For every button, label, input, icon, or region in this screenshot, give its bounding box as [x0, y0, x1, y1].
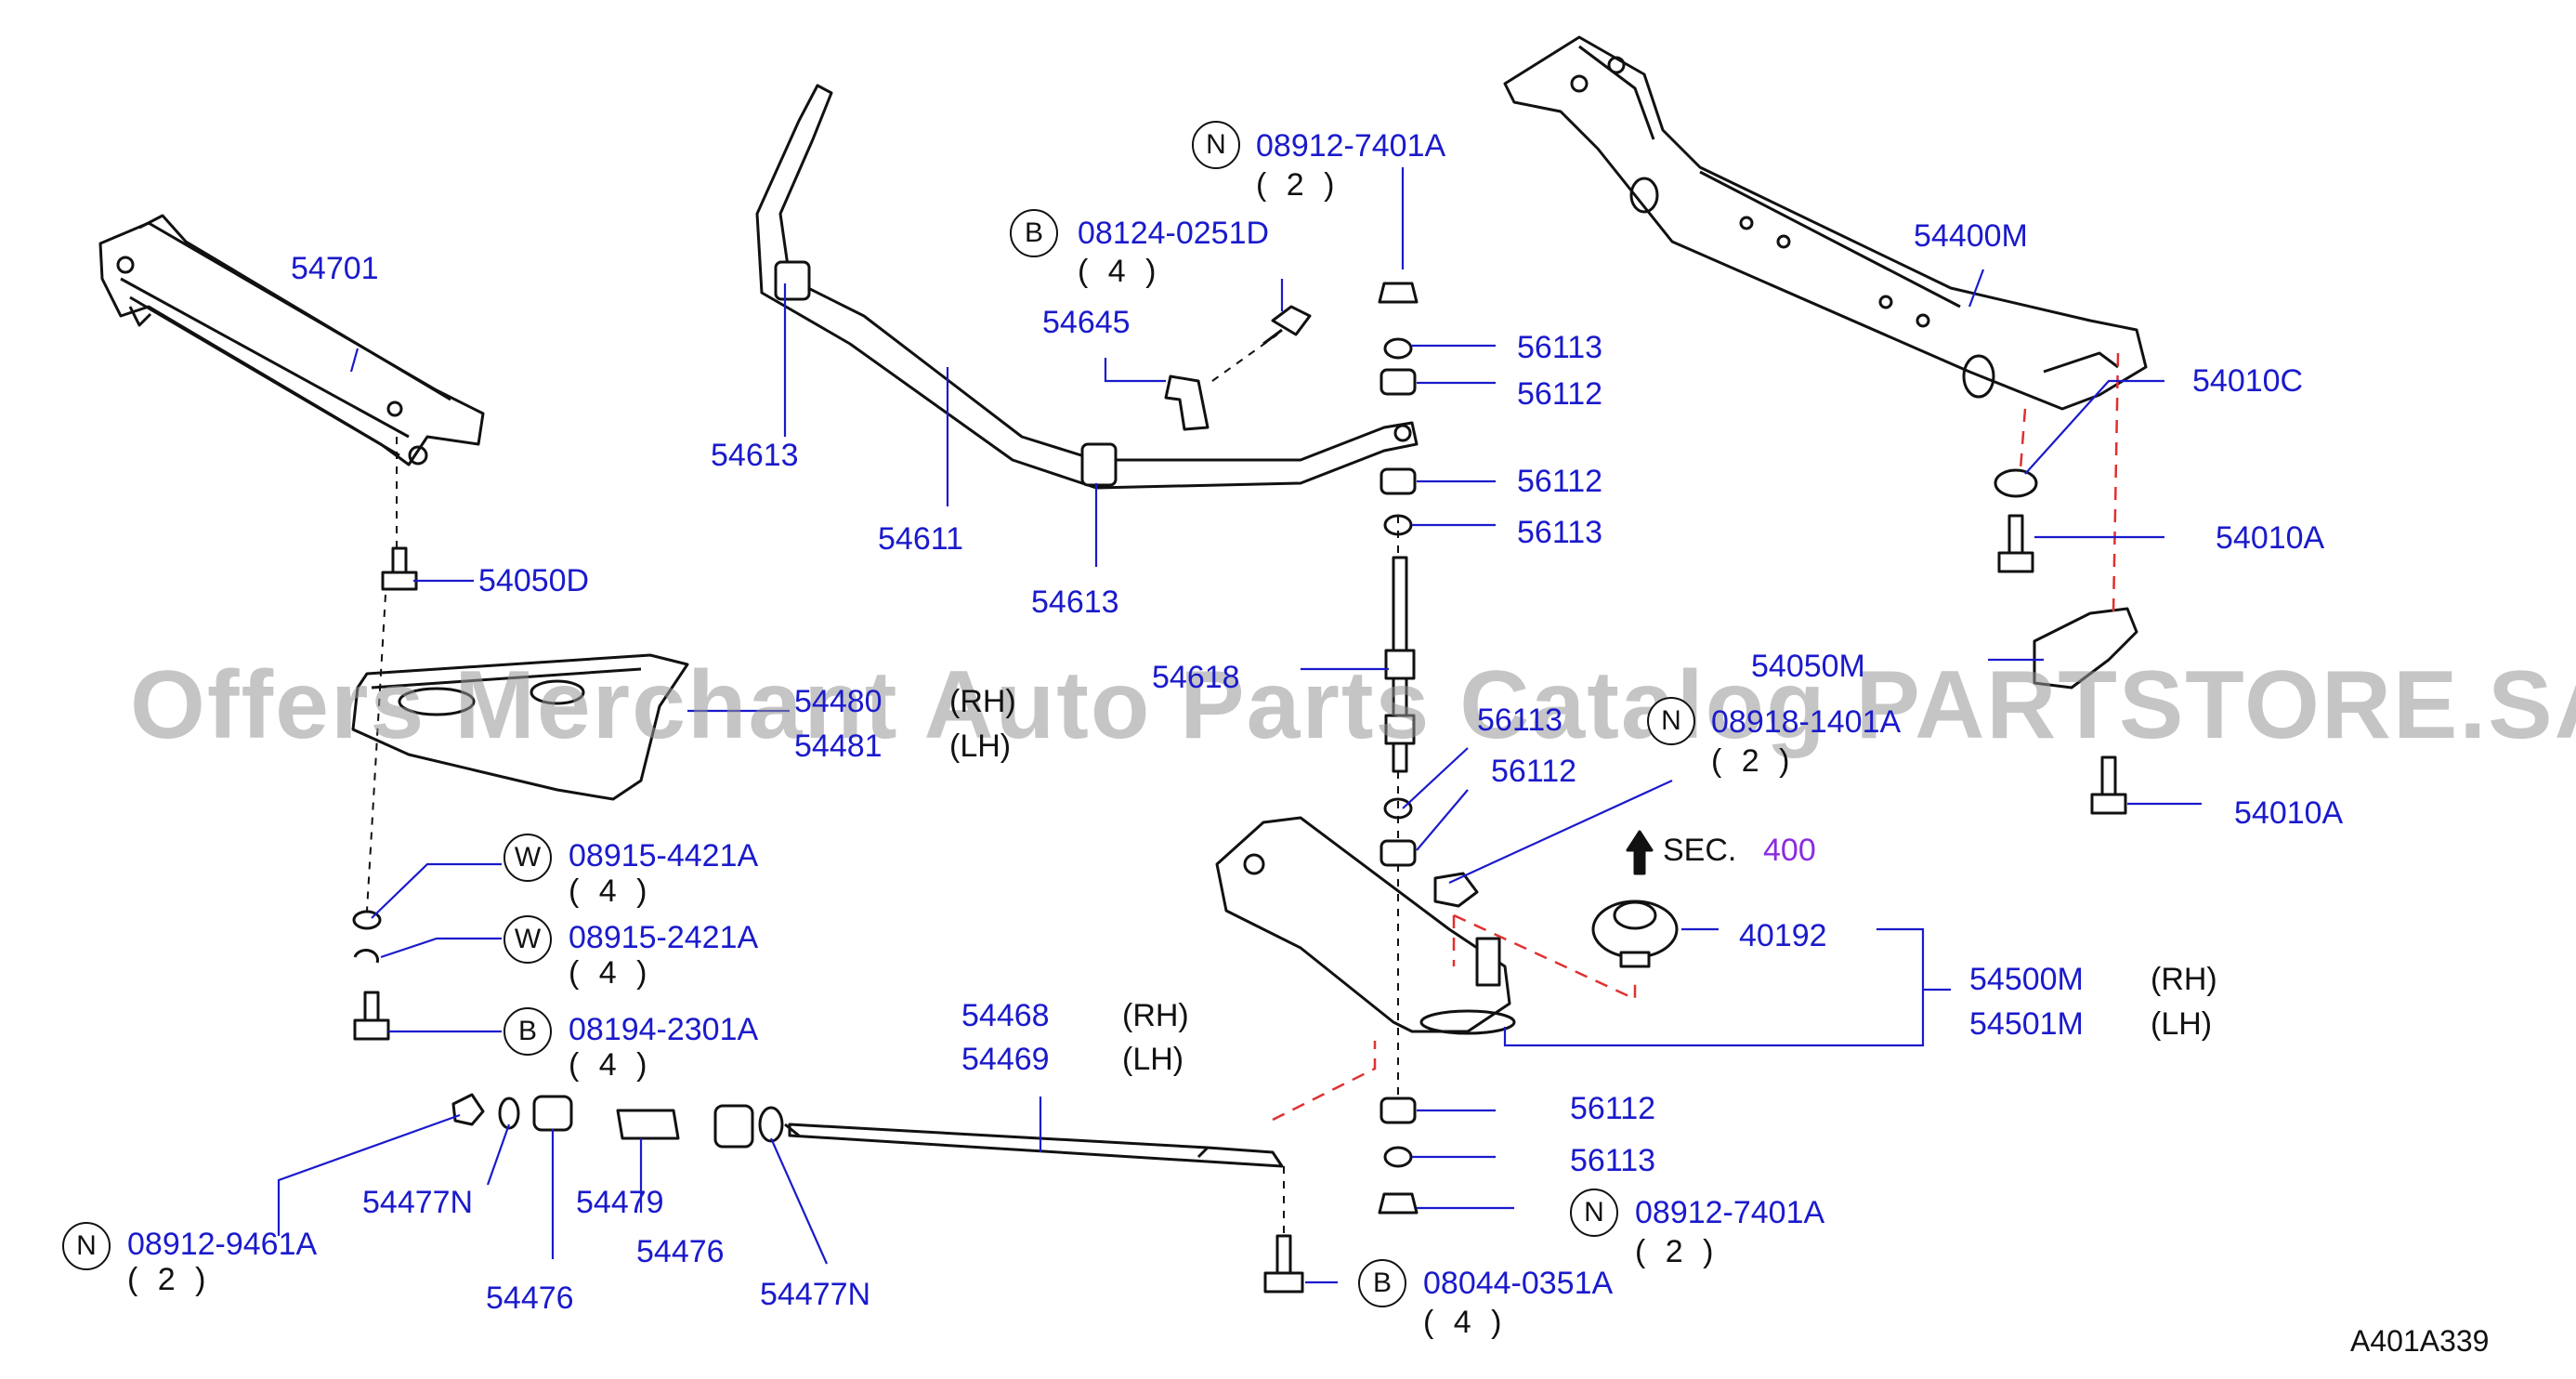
label-08912-9461A: 08912-9461A: [127, 1227, 318, 1262]
section-number: 400: [1763, 833, 1816, 868]
qty-08918-1401A: ( 2 ): [1711, 743, 1796, 779]
bolt-54050D: [381, 546, 418, 591]
label-54480: 54480: [794, 684, 883, 719]
label-56112-c: 56112: [1491, 754, 1577, 789]
label-54468: 54468: [961, 998, 1050, 1033]
label-54400M: 54400M: [1914, 218, 2028, 254]
label-54477N-a: 54477N: [362, 1185, 474, 1220]
clamp-54645: [1164, 305, 1312, 431]
lower-arm-54480: [351, 653, 689, 801]
label-54613-a: 54613: [711, 438, 799, 473]
qty-08915-2421A: ( 4 ): [569, 955, 653, 991]
label-54479: 54479: [576, 1185, 664, 1220]
qty-08194-2301A: ( 4 ): [569, 1047, 653, 1083]
label-54477N-b: 54477N: [760, 1277, 871, 1312]
label-54500M: 54500M: [1969, 962, 2084, 997]
label-56112-b: 56112: [1517, 464, 1603, 499]
label-54469: 54469: [961, 1042, 1050, 1077]
label-54501M-side: (LH): [2151, 1006, 2213, 1042]
mount-40192: [1591, 900, 1679, 968]
tension-rod-54468: [784, 1123, 1284, 1168]
n-marker-4: N: [1570, 1189, 1618, 1237]
label-08918-1401A: 08918-1401A: [1711, 704, 1902, 740]
label-56113-d: 56113: [1570, 1143, 1656, 1178]
label-08915-2421A: 08915-2421A: [569, 920, 759, 955]
bracket-54050M: [2033, 607, 2138, 690]
label-54701: 54701: [291, 251, 379, 286]
label-56112-a: 56112: [1517, 376, 1603, 412]
stabilizer-link-column: [1378, 282, 1419, 1215]
label-56113-b: 56113: [1517, 515, 1603, 550]
w-marker-1: W: [503, 834, 552, 882]
label-54500M-side: (RH): [2151, 962, 2217, 997]
w-marker-2: W: [503, 915, 552, 964]
label-54050M: 54050M: [1751, 649, 1865, 684]
label-54645: 54645: [1042, 305, 1131, 340]
label-54010A-a: 54010A: [2216, 520, 2325, 556]
label-08124-0251D: 08124-0251D: [1078, 216, 1270, 251]
label-40192: 40192: [1739, 918, 1827, 953]
qty-08044-0351A: ( 4 ): [1423, 1305, 1508, 1340]
label-54010C: 54010C: [2192, 363, 2304, 399]
qty-08915-4421A: ( 4 ): [569, 873, 653, 909]
qty-08912-7401A-top: ( 2 ): [1256, 167, 1340, 203]
label-08044-0351A: 08044-0351A: [1423, 1266, 1614, 1301]
label-56112-d: 56112: [1570, 1091, 1656, 1126]
label-54480-side: (RH): [949, 684, 1016, 719]
label-54468-side: (RH): [1122, 998, 1189, 1033]
hardware-stack-left: [352, 910, 390, 1041]
qty-08124-0251D: ( 4 ): [1078, 254, 1162, 289]
b-marker-1: B: [503, 1007, 552, 1056]
bolt-54010A-b: [2090, 755, 2127, 815]
n-marker-3: N: [1647, 697, 1695, 745]
label-54476-b: 54476: [636, 1234, 725, 1269]
stabilizer-bar-54611: [755, 84, 1419, 490]
label-54469-side: (LH): [1122, 1042, 1184, 1077]
n-marker-2: N: [1192, 121, 1240, 169]
label-54618: 54618: [1152, 660, 1240, 695]
label-54481-side: (LH): [949, 729, 1012, 764]
label-54476-a: 54476: [486, 1280, 574, 1316]
b-marker-2: B: [1010, 209, 1058, 257]
label-54050D: 54050D: [478, 563, 590, 598]
label-54613-b: 54613: [1031, 584, 1119, 620]
section-arrow: [1626, 830, 1654, 875]
label-08915-4421A: 08915-4421A: [569, 838, 759, 873]
transverse-link-54500M: [1215, 816, 1516, 1035]
label-08194-2301A: 08194-2301A: [569, 1012, 759, 1047]
label-54481: 54481: [794, 729, 883, 764]
watermark-text: Offers Merchant Auto Parts Catalog PARTS…: [130, 651, 2576, 759]
diagram-code: A401A339: [2350, 1324, 2490, 1358]
label-54611: 54611: [878, 521, 964, 557]
label-56113-c: 56113: [1477, 703, 1563, 738]
b-marker-3: B: [1358, 1259, 1406, 1307]
section-label: SEC.: [1663, 833, 1737, 868]
label-54501M: 54501M: [1969, 1006, 2084, 1042]
rod-bushings: [451, 1093, 784, 1149]
front-crossmember-54701: [98, 214, 485, 466]
bolt-08044-0351A: [1263, 1234, 1304, 1294]
label-08912-7401A-top: 08912-7401A: [1256, 128, 1446, 164]
qty-08912-9461A: ( 2 ): [127, 1262, 212, 1297]
washer-54010C: [1994, 468, 2038, 498]
label-54010A-b: 54010A: [2234, 795, 2344, 831]
label-08912-7401A-bottom: 08912-7401A: [1635, 1195, 1825, 1230]
nut-08918: [1433, 872, 1479, 908]
label-56113-a: 56113: [1517, 330, 1603, 365]
bolt-54010A-a: [1997, 514, 2034, 573]
qty-08912-7401A-bottom: ( 2 ): [1635, 1234, 1720, 1269]
suspension-member-54400M: [1503, 35, 2148, 411]
n-marker-1: N: [62, 1222, 111, 1270]
